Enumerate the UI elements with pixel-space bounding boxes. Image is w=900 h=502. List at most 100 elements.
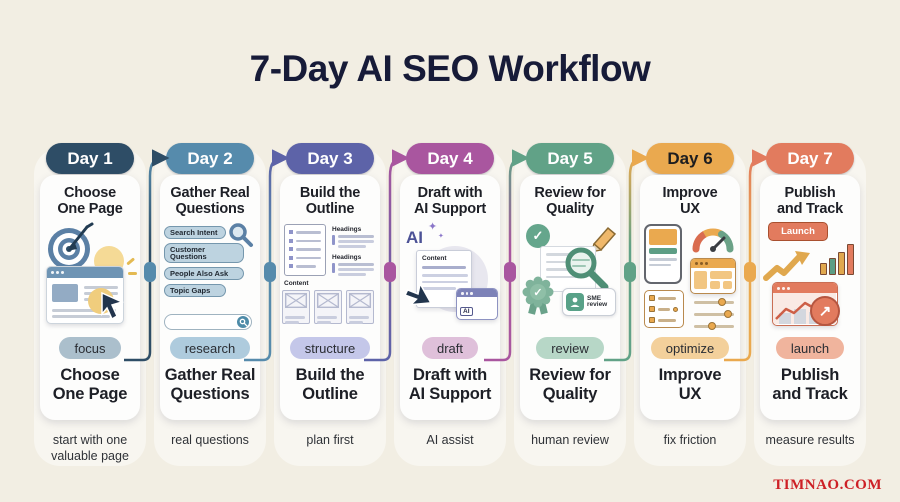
trend-arrow-icon [763,251,810,282]
wireframe-box [314,290,342,325]
day2-illustration: Search Intent Customer Questions People … [162,222,258,334]
phone-icon [644,224,682,285]
slider-control [694,310,734,319]
day7-column: Day 7 Publish and Track Launch [760,143,860,449]
day6-illustration [642,222,738,334]
cursor-icon [404,282,433,307]
day4-column: Day 4 Draft with AI Support AI ✦ ✦ Conte… [400,143,500,449]
day2-column: Day 2 Gather Real Questions Search Inten… [160,143,260,449]
day1-column: Day 1 Choose One Page [40,143,140,464]
day5-card: Review for Quality ✓ [520,175,620,420]
wireframe-box [282,290,310,325]
day4-caption: AI assist [426,433,474,447]
day2-tag: research [169,337,251,360]
spark-icon [126,257,135,266]
day3-card: Build the Outline Headings [280,175,380,420]
day2-badge: Day 2 [166,143,254,174]
magnifier-icon [565,247,609,291]
ai-chip: AI [460,307,473,317]
day1-card: Choose One Page [40,175,140,420]
day4-title: Draft with AI Support [413,185,487,218]
ai-window-icon: AI [456,288,498,321]
day7-illustration: Launch [762,222,858,334]
headings-group: Headings [332,226,374,248]
search-icon [239,318,247,327]
day3-column: Day 3 Build the Outline Headings [280,143,380,449]
day3-tag: structure [289,337,371,360]
day1-illustration [42,222,138,334]
sme-review-label: SME review [587,294,608,309]
search-bar [164,314,252,331]
slider-control [694,298,734,307]
content-label: Content [284,280,309,288]
day5-badge: Day 5 [526,143,614,174]
sme-review-card: SME review [562,288,616,317]
headings-label: Headings [332,226,362,234]
sparkle-icon: ✦ [428,221,438,234]
day5-tag: review [536,337,604,360]
keyword-pill: Topic Gaps [164,284,226,298]
headings-group: Headings [332,254,374,276]
day2-caption: real questions [171,433,249,447]
browser-titlebar [47,267,123,279]
day3-title-bottom: Build the Outline [295,366,365,403]
content-label: Content [422,255,447,263]
check-circle-icon: ✓ [526,224,550,249]
keyword-pill: People Also Ask [164,267,244,281]
layout-window-icon [690,258,736,295]
search-button [237,316,249,329]
day4-card: Draft with AI Support AI ✦ ✦ Content [400,175,500,420]
day2-title-bottom: Gather Real Questions [164,366,256,403]
day4-illustration: AI ✦ ✦ Content A [402,221,498,334]
person-icon [566,293,584,312]
checklist-icon [644,290,684,329]
day5-caption: human review [531,433,609,447]
day6-column: Day 6 Improve UX [640,143,740,449]
day6-card: Improve UX [640,175,740,420]
day7-title: Publish and Track [777,185,843,218]
day4-title-bottom: Draft with AI Support [408,366,492,403]
day6-badge: Day 6 [646,143,734,174]
hero-block [52,284,78,303]
day3-illustration: Headings Headings Content [282,222,378,334]
day2-card: Gather Real Questions Search Intent Cust… [160,175,260,420]
target-icon [48,222,94,271]
wireframe-box [346,290,374,325]
page-title: 7-Day AI SEO Workflow [249,48,651,89]
day1-title-bottom: Choose One Page [52,366,128,403]
day5-title: Review for Quality [534,185,606,218]
day1-badge: Day 1 [46,143,134,174]
day5-title-bottom: Review for Quality [529,366,611,403]
day7-caption: measure results [765,433,855,447]
day1-title: Choose One Page [57,185,123,218]
slider-control [694,322,734,331]
day7-card: Publish and Track Launch [760,175,860,420]
day3-title: Build the Outline [299,185,361,218]
rosette-badge-icon: ✓ [522,276,554,316]
keyword-pill: Search Intent [164,226,226,240]
headings-label: Headings [332,254,362,262]
bar-chart-icon [820,242,854,276]
day3-badge: Day 3 [286,143,374,174]
day7-title-bottom: Publish and Track [772,366,848,403]
launch-button: Launch [768,222,828,242]
day4-tag: draft [421,337,478,360]
sparkle-icon: ✦ [438,233,444,241]
day6-caption: fix friction [663,433,717,447]
day6-title: Improve UX [662,185,718,218]
day1-tag: focus [59,337,121,360]
wireframe-row [282,290,374,325]
day1-caption: start with one valuable page [51,433,129,463]
keyword-pill: Customer Questions [164,243,244,264]
day4-badge: Day 4 [406,143,494,174]
day7-badge: Day 7 [766,143,854,174]
growth-arrow-icon: ↗ [810,296,840,327]
day3-caption: plan first [306,433,354,447]
day5-column: Day 5 Review for Quality ✓ [520,143,620,449]
day7-tag: launch [775,337,845,360]
day2-title: Gather Real Questions [170,185,250,218]
spark-icon [128,272,137,275]
speedometer-icon [692,229,734,253]
svg-text:✓: ✓ [533,287,542,299]
